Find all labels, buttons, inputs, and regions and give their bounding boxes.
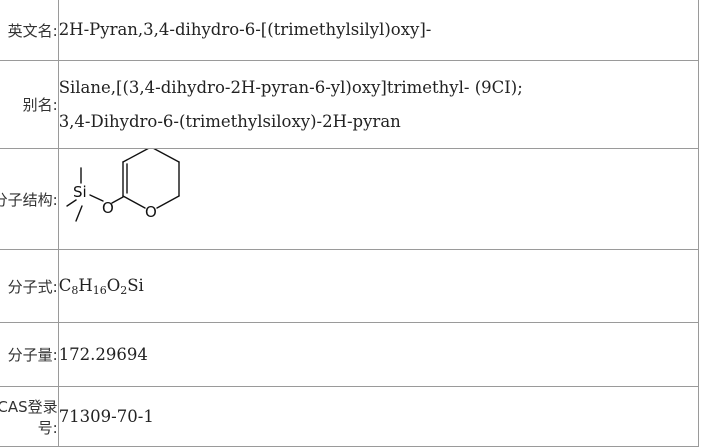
row-english-name: 英文名: 2H-Pyran,3,4-dihydro-6-[(trimethyls… [0, 0, 700, 61]
aliases-label: 别名: [0, 60, 59, 149]
ring-bond-c4-c3 [152, 149, 180, 163]
row-structure: 分子结构: [0, 148, 700, 250]
property-table: 英文名: 2H-Pyran,3,4-dihydro-6-[(trimethyls… [0, 0, 700, 447]
row-aliases: 别名: Silane,[(3,4-dihydro-2H-pyran-6-yl)o… [0, 60, 700, 149]
english-name-value: 2H-Pyran,3,4-dihydro-6-[(trimethylsilyl)… [57, 0, 700, 61]
formula-label: 分子式: [0, 249, 59, 323]
si-methyl-left-bond [65, 199, 77, 207]
si-methyl-bottom-bond [74, 205, 83, 222]
alias-1: Silane,[(3,4-dihydro-2H-pyran-6-yl)oxy]t… [58, 77, 523, 97]
weight-label: 分子量: [0, 322, 59, 387]
row-formula: 分子式: C8H16O2Si [0, 249, 700, 323]
o-c-bond [110, 196, 124, 204]
weight-value: 172.29694 [57, 322, 700, 387]
aliases-value: Silane,[(3,4-dihydro-2H-pyran-6-yl)oxy]t… [57, 60, 700, 149]
row-weight: 分子量: 172.29694 [0, 322, 700, 387]
cas-value: 71309-70-1 [57, 386, 700, 447]
english-name-label: 英文名: [0, 0, 59, 61]
structure-label: 分子结构: [0, 148, 59, 250]
atom-si: Si [73, 183, 87, 201]
si-o-bond [88, 194, 104, 202]
cas-label: CAS登录号: [0, 386, 59, 447]
ring-bond-c2-o [155, 195, 180, 209]
alias-2: 3,4-Dihydro-6-(trimethylsiloxy)-2H-pyran [58, 111, 401, 131]
formula-value: C8H16O2Si [57, 249, 700, 323]
structure-cell: Si O O [57, 148, 700, 250]
ring-bond-o-c6 [121, 195, 146, 209]
atom-o-ring: O [145, 203, 157, 221]
row-cas: CAS登录号: 71309-70-1 [0, 386, 700, 447]
ring-bond-c5-c4 [121, 149, 149, 163]
molecule-structure: Si O O [65, 149, 180, 222]
atom-o-ether: O [102, 199, 114, 217]
